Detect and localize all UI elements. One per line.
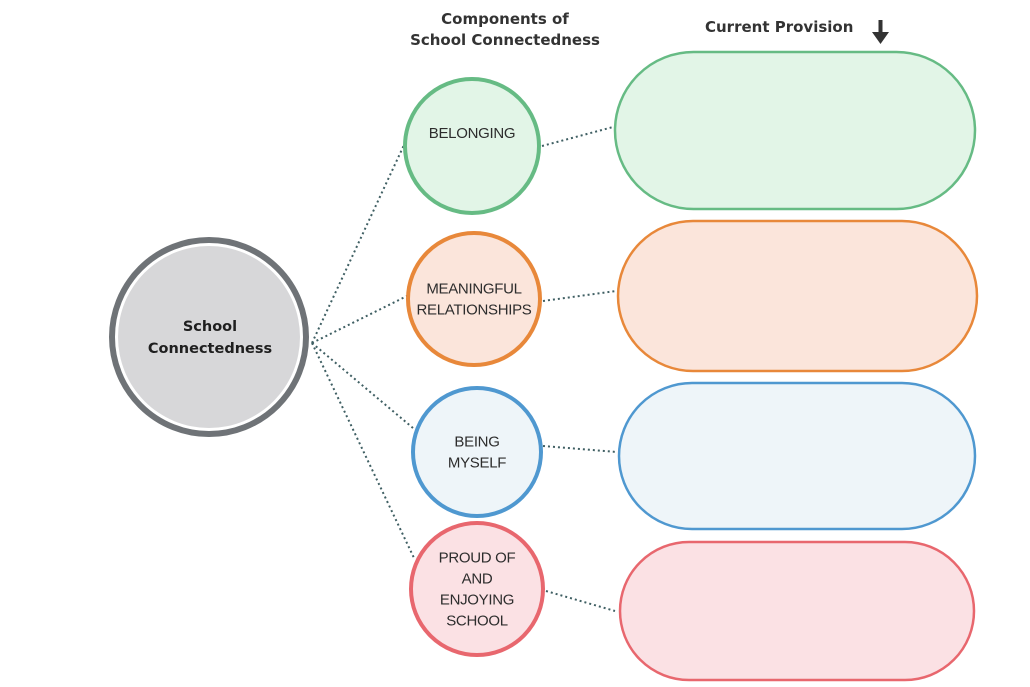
component-label-line: SCHOOL — [446, 613, 508, 630]
provision-pill[interactable] — [618, 540, 976, 682]
provision-box-proud-enjoying-school[interactable] — [618, 540, 976, 682]
component-circle — [403, 77, 541, 215]
current-provision-heading: Current Provision — [705, 17, 875, 38]
connector-belonging-to-provision — [541, 126, 614, 147]
components-heading-line2: School Connectedness — [410, 31, 600, 49]
component-label-line: AND — [462, 571, 493, 588]
component-circle — [409, 521, 545, 657]
component-node-proud-enjoying-school[interactable]: PROUD OF AND ENJOYING SCHOOL — [409, 521, 545, 657]
connector-being-myself-to-provision — [542, 445, 618, 453]
connector-center-to-belonging — [311, 144, 405, 344]
center-node-label-line2: Connectedness — [148, 341, 272, 357]
center-node[interactable]: School Connectedness — [109, 237, 309, 437]
component-label-line: MEANINGFUL — [426, 281, 521, 298]
components-heading: Components of School Connectedness — [380, 9, 630, 51]
connectors — [311, 126, 618, 612]
provision-pill[interactable] — [613, 50, 977, 211]
center-node-label-line1: School — [183, 319, 237, 335]
provision-box-being-myself[interactable] — [617, 381, 977, 531]
component-label-line: RELATIONSHIPS — [416, 302, 531, 319]
connector-proud-enjoying-school-to-provision — [545, 590, 616, 612]
connector-center-to-being-myself — [311, 342, 414, 429]
current-provision-label: Current Provision — [705, 18, 854, 36]
component-label-line: MYSELF — [448, 455, 506, 472]
provision-box-belonging[interactable] — [613, 50, 977, 211]
connector-center-to-proud-enjoying-school — [311, 342, 415, 559]
provision-pill[interactable] — [617, 381, 977, 531]
component-label-line: PROUD OF — [439, 550, 516, 567]
component-circle — [411, 386, 543, 518]
component-node-being-myself[interactable]: BEING MYSELF — [411, 386, 543, 518]
provision-box-meaningful-relationships[interactable] — [616, 219, 979, 373]
component-label-line: BEING — [454, 434, 499, 451]
components-heading-line1: Components of — [441, 10, 569, 28]
connector-meaningful-relationships-to-provision — [542, 290, 617, 302]
provision-pill[interactable] — [616, 219, 979, 373]
component-label-line: BELONGING — [429, 125, 516, 142]
center-node-fill — [118, 246, 300, 428]
connector-center-to-meaningful-relationships — [311, 295, 408, 344]
down-arrow-icon — [872, 20, 889, 44]
component-node-belonging[interactable]: BELONGING — [403, 77, 541, 215]
component-circle — [406, 231, 542, 367]
component-node-meaningful-relationships[interactable]: MEANINGFUL RELATIONSHIPS — [406, 231, 542, 367]
component-label-line: ENJOYING — [440, 592, 514, 609]
